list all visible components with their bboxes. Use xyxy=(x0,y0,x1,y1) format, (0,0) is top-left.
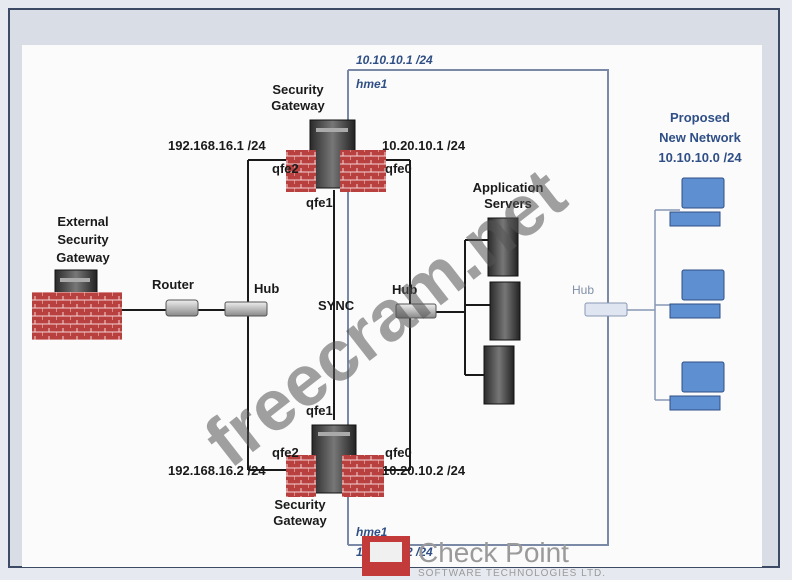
secondary-ext-if: qfe2 xyxy=(272,445,299,460)
secondary-sync-if: qfe1 xyxy=(306,403,333,418)
external-gateway-label-1: External xyxy=(57,214,108,229)
external-gateway-label-3: Gateway xyxy=(56,250,110,265)
secondary-gateway-name-1: Security xyxy=(274,497,326,512)
hub-left-icon xyxy=(224,301,268,317)
application-servers-icon xyxy=(483,217,521,405)
secondary-gateway-name-2: Gateway xyxy=(273,513,327,528)
app-servers-label-2: Servers xyxy=(484,196,532,211)
secondary-gateway-icon xyxy=(286,424,384,497)
hme1-top-if: hme1 xyxy=(356,77,388,91)
primary-int-if: qfe0 xyxy=(385,161,412,176)
primary-int-ip: 10.20.10.1 /24 xyxy=(382,138,466,153)
primary-gateway-name-2: Gateway xyxy=(271,98,325,113)
secondary-ext-ip: 192.168.16.2 /24 xyxy=(168,463,266,478)
hme1-bottom-if: hme1 xyxy=(356,525,388,539)
secondary-int-ip: 10.20.10.2 /24 xyxy=(382,463,466,478)
external-gateway-label-2: Security xyxy=(57,232,109,247)
app-servers-label-1: Application xyxy=(473,180,544,195)
network-links xyxy=(120,159,490,471)
brand-name: Check Point xyxy=(418,537,569,568)
proposed-line2: New Network xyxy=(659,130,741,145)
watermark: freecram.net xyxy=(191,153,581,482)
check-point-logo: Check Point SOFTWARE TECHNOLOGIES LTD. xyxy=(362,536,606,579)
secondary-int-if: qfe0 xyxy=(385,445,412,460)
router-icon xyxy=(165,299,199,317)
external-gateway-icon xyxy=(32,269,122,340)
brand-sub: SOFTWARE TECHNOLOGIES LTD. xyxy=(418,568,606,579)
primary-ext-ip: 192.168.16.1 /24 xyxy=(168,138,266,153)
hub-right-icon xyxy=(584,302,628,317)
hme1-top-ip: 10.10.10.1 /24 xyxy=(356,53,433,67)
workstation-icons xyxy=(669,177,725,411)
hub-center-icon xyxy=(395,303,437,319)
hub-center-label: Hub xyxy=(392,282,417,297)
primary-ext-if: qfe2 xyxy=(272,161,299,176)
hub-left-label: Hub xyxy=(254,281,279,296)
proposed-line1: Proposed xyxy=(670,110,730,125)
primary-gateway-name-1: Security xyxy=(272,82,324,97)
sync-label: SYNC xyxy=(318,298,355,313)
diagram-canvas xyxy=(22,45,762,567)
router-label: Router xyxy=(152,277,194,292)
hub-right-label: Hub xyxy=(572,283,594,297)
primary-gateway-icon xyxy=(286,119,386,192)
primary-sync-if: qfe1 xyxy=(306,195,333,210)
proposed-line3: 10.10.10.0 /24 xyxy=(658,150,742,165)
